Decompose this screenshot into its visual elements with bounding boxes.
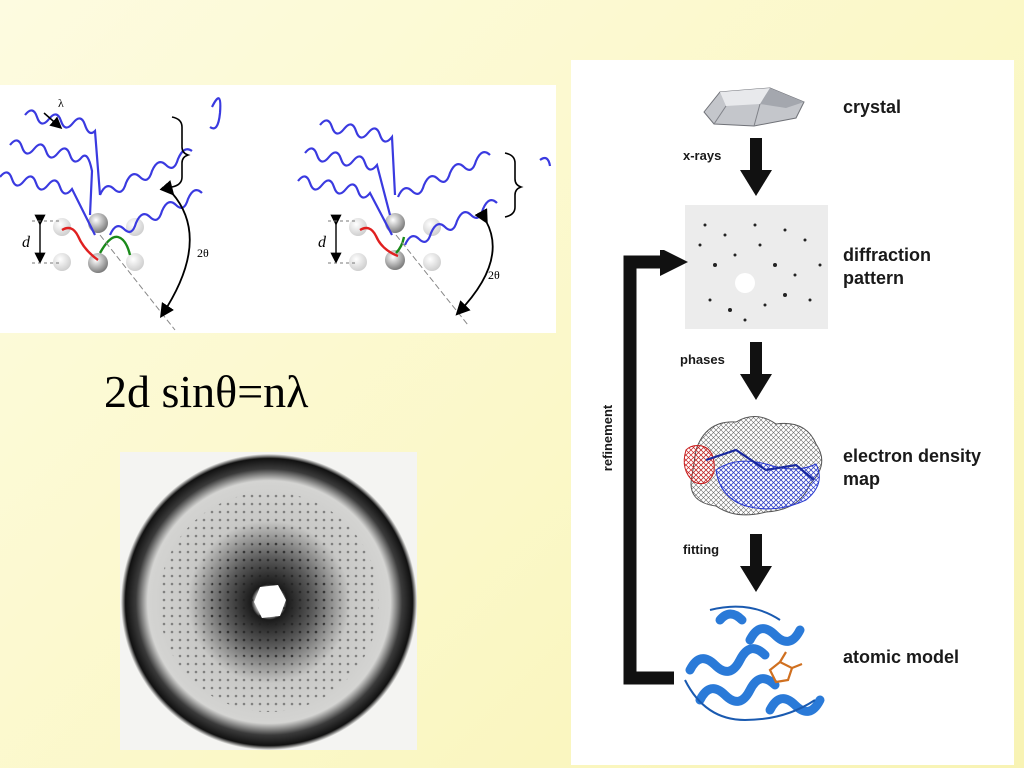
step-atomic-model-label: atomic model — [843, 647, 960, 667]
wavefront-brace — [504, 152, 524, 218]
atom — [88, 213, 108, 233]
atom — [53, 218, 71, 236]
atom — [53, 253, 71, 271]
lambda-arrow — [43, 112, 63, 129]
step-diffraction-pattern-label: diffraction pattern — [843, 245, 931, 288]
path-difference-green — [98, 235, 132, 256]
atom — [126, 253, 144, 271]
right-incident-waves — [297, 119, 397, 236]
transition-fitting-label: fitting — [683, 542, 720, 557]
wavefront-brace — [171, 116, 191, 188]
d-label: d — [22, 234, 31, 251]
refinement-loop-arrow — [623, 250, 688, 685]
electron-density-map-image — [683, 416, 823, 516]
path-difference-red — [61, 226, 99, 261]
two-theta-label: 2θ — [197, 246, 209, 260]
bragg-equation: 2d sinθ=nλ — [104, 366, 309, 417]
atom — [349, 253, 367, 271]
diffraction-pattern-image — [685, 205, 828, 329]
left-diffracted-waves — [98, 97, 222, 236]
extension-line — [99, 234, 176, 331]
bragg-diagram: λ d 2θ — [0, 96, 552, 331]
atom — [385, 250, 405, 270]
crystal-image — [703, 87, 805, 127]
atomic-model-image — [684, 605, 825, 722]
transition-x-rays-label: x-rays — [683, 148, 722, 163]
bragg-left: λ d 2θ — [0, 96, 222, 331]
down-arrow-icon — [740, 342, 772, 400]
refinement-label: refinement — [600, 404, 615, 472]
two-theta-arc — [455, 208, 494, 316]
crystallography-workflow-panel — [571, 60, 1014, 765]
beamstop-hole — [254, 585, 286, 618]
two-theta-arc — [159, 180, 191, 319]
bragg-diagram-panel: λ d 2θ — [0, 85, 556, 333]
path-difference-red — [359, 226, 399, 258]
atom — [349, 218, 367, 236]
d-label: d — [318, 234, 327, 251]
transition-phases-label: phases — [680, 352, 725, 367]
path-difference-green — [395, 236, 406, 254]
atom — [385, 213, 405, 233]
down-arrow-icon — [740, 138, 772, 196]
left-atoms — [53, 213, 144, 273]
two-theta-label: 2θ — [488, 268, 500, 282]
left-incident-waves — [0, 109, 102, 236]
diffraction-photo-image — [121, 454, 417, 750]
step-electron-density-map-label: electron density map — [843, 446, 982, 489]
lambda-label: λ — [58, 96, 64, 110]
step-crystal-label: crystal — [843, 97, 902, 117]
right-diffracted-waves — [396, 151, 552, 246]
atom — [88, 253, 108, 273]
atom — [423, 218, 441, 236]
bragg-right: d 2θ — [297, 119, 552, 326]
down-arrow-icon — [740, 534, 772, 592]
atom — [423, 253, 441, 271]
right-atoms — [349, 213, 441, 271]
diffraction-photograph — [120, 452, 417, 750]
extension-line — [395, 234, 469, 326]
